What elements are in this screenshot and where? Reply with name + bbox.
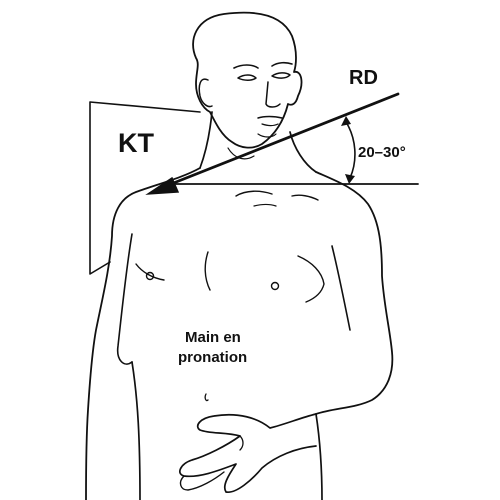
arc-arrowhead-top-icon [341, 116, 351, 126]
central-ray-label: RD [349, 67, 378, 89]
hand-label-line1: Main en [185, 329, 241, 346]
pronated-hand [179, 413, 317, 493]
hand-label-line2: pronation [178, 349, 247, 366]
torso [85, 167, 394, 500]
angle-label: 20–30° [358, 144, 406, 161]
arc-arrowhead-bottom-icon [345, 174, 355, 184]
neck [199, 111, 317, 173]
head [192, 11, 303, 149]
central-ray-arrow [145, 92, 400, 195]
cassette-label: KT [118, 128, 154, 158]
cassette-plate [89, 101, 201, 275]
arrowhead-icon [145, 176, 180, 195]
angle-arc [341, 116, 356, 184]
